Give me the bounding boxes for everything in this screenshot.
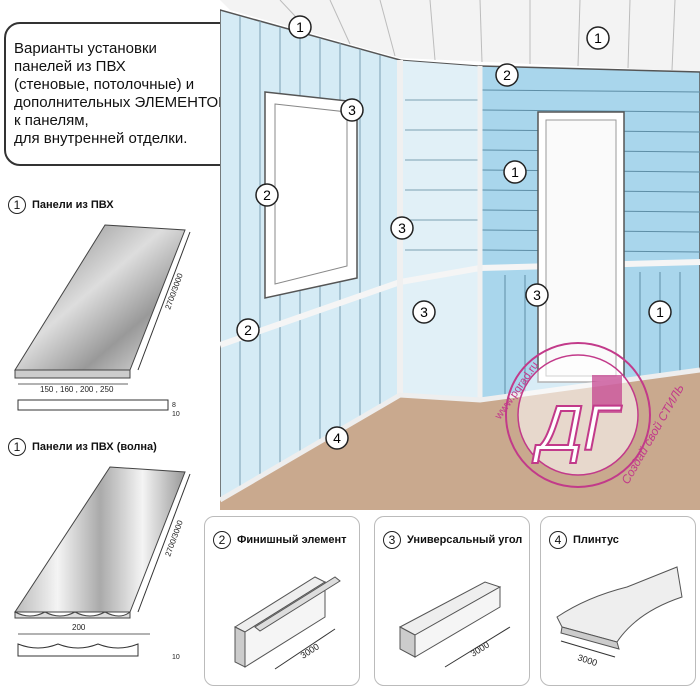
elements-2-number: 4: [549, 531, 567, 549]
marker: 2: [495, 63, 519, 87]
panel-wave-title: 1 Панели из ПВХ (волна): [8, 438, 157, 456]
marker: 2: [236, 318, 260, 342]
room-illustration: 1 1 2 3 1 2 3 3 3 1 2 4 ДГ www.pgrad.ru …: [220, 0, 700, 510]
marker: 3: [340, 98, 364, 122]
marker: 1: [288, 15, 312, 39]
panel-flat-thickness-bottom: 10: [172, 411, 180, 418]
marker: 4: [325, 426, 349, 450]
elements-2-title: Плинтус: [573, 534, 619, 546]
marker: 3: [412, 300, 436, 324]
room_markers-2: 3: [533, 287, 541, 303]
intro-callout: [4, 22, 248, 166]
panel-wave-thickness: 10: [172, 654, 180, 661]
elements-0-number: 2: [213, 531, 231, 549]
panel-flat-number: 1: [8, 196, 26, 214]
elements-1-title: Универсальный угол: [407, 534, 523, 546]
marker: 1: [648, 300, 672, 324]
element-plinth-title: 4 Плинтус: [549, 531, 619, 549]
room_markers-0: 1: [594, 30, 602, 46]
room_markers-2: 3: [420, 304, 428, 320]
marker: 3: [390, 216, 414, 240]
panel-flat-drawing: 2700/3000 150 , 160 , 200 , 250 8 10: [14, 224, 191, 418]
panel-wave-face: [14, 466, 186, 613]
panel-flat-profile: [17, 399, 169, 411]
marker: 1: [586, 26, 610, 50]
panel-flat-width: 150 , 160 , 200 , 250: [40, 385, 114, 394]
room_markers-3: 4: [333, 430, 341, 446]
intro-text: Варианты установки панелей из ПВХ (стено…: [14, 40, 229, 147]
panel-wave-length: 2700/3000: [163, 519, 185, 558]
panel-flat-face: [14, 224, 186, 371]
room_markers-2: 3: [398, 220, 406, 236]
room_markers-0: 1: [656, 304, 664, 320]
logo-monogram: ДГ: [532, 392, 622, 464]
element-corner-box: 3 Универсальный угол 3000: [374, 516, 530, 686]
room_markers-1: 2: [503, 67, 511, 83]
plinth-profile-drawing: 3000: [556, 566, 683, 668]
room_markers-0: 1: [511, 164, 519, 180]
ceiling-lines: [279, 0, 676, 71]
marker: 3: [525, 283, 549, 307]
panel-wave-number: 1: [8, 438, 26, 456]
panel-flat-title-text: Панели из ПВХ: [32, 199, 114, 211]
element-finish-title: 2 Финишный элемент: [213, 531, 346, 549]
panel-wave-profile: [17, 643, 139, 657]
elements-1-length_label: 3000: [469, 640, 491, 659]
panel-flat-title: 1 Панели из ПВХ: [8, 196, 114, 214]
room-markers: 1 1 2 3 1 2 3 3 3 1 2 4: [236, 15, 672, 450]
panel-wave-drawing: 2700/3000 200 10: [14, 466, 191, 661]
element-corner-title: 3 Универсальный угол: [383, 531, 522, 549]
room_markers-1: 2: [244, 322, 252, 338]
room_markers-2: 3: [348, 102, 356, 118]
elements-1-number: 3: [383, 531, 401, 549]
panel-wave-title-text: Панели из ПВХ (волна): [32, 441, 157, 453]
marker: 2: [255, 183, 279, 207]
panel-wave-width: 200: [72, 623, 86, 632]
room_markers-1: 2: [263, 187, 271, 203]
marker: 1: [503, 160, 527, 184]
elements-2-length_label: 3000: [576, 652, 598, 668]
company-logo: ДГ www.pgrad.ru Создай свой СТИЛЬ: [492, 342, 687, 488]
element-plinth-box: 4 Плинтус 3000: [540, 516, 696, 686]
elements-0-length_label: 3000: [299, 641, 321, 660]
corner-profile-drawing: 3000: [398, 581, 511, 668]
ceiling: [220, 0, 700, 72]
panel-flat-thickness-top: 8: [172, 402, 176, 409]
room_markers-0: 1: [296, 19, 304, 35]
elements-0-title: Финишный элемент: [237, 534, 347, 546]
finish-profile-drawing: 3000: [233, 576, 341, 670]
element-finish-box: 2 Финишный элемент 3000: [204, 516, 360, 686]
